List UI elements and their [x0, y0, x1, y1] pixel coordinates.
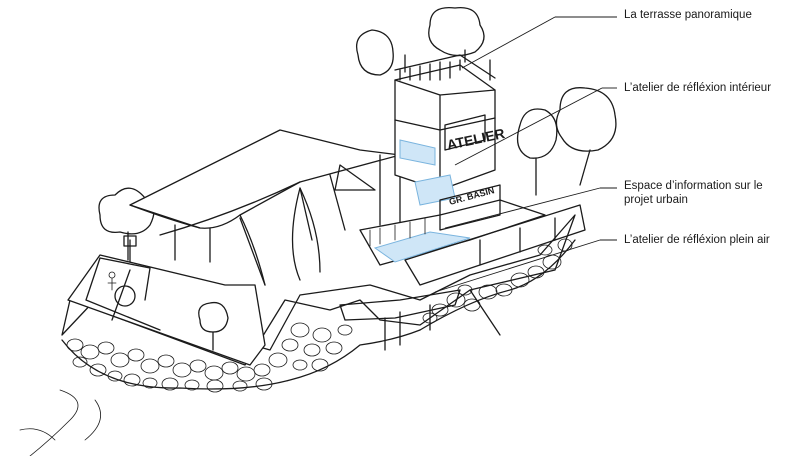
- canopy-roof: [129, 129, 401, 286]
- observation-tower: [394, 49, 496, 191]
- leader-lines: [434, 16, 617, 293]
- lower-terrace: [359, 174, 586, 286]
- water-lines: [19, 389, 102, 456]
- sports-court: [67, 235, 266, 366]
- jetty: [339, 289, 501, 351]
- label-espace-information-line1: Espace d’information sur le: [624, 180, 763, 192]
- label-atelier-interieur: L’atelier de réfléxion intérieur: [624, 82, 772, 94]
- rock-embankment: [61, 214, 576, 393]
- label-atelier-plein-air: L’atelier de réfléxion plein air: [624, 234, 770, 246]
- label-terrasse-panoramique: La terrasse panoramique: [624, 9, 752, 21]
- label-espace-information-line2: projet urbain: [624, 194, 688, 206]
